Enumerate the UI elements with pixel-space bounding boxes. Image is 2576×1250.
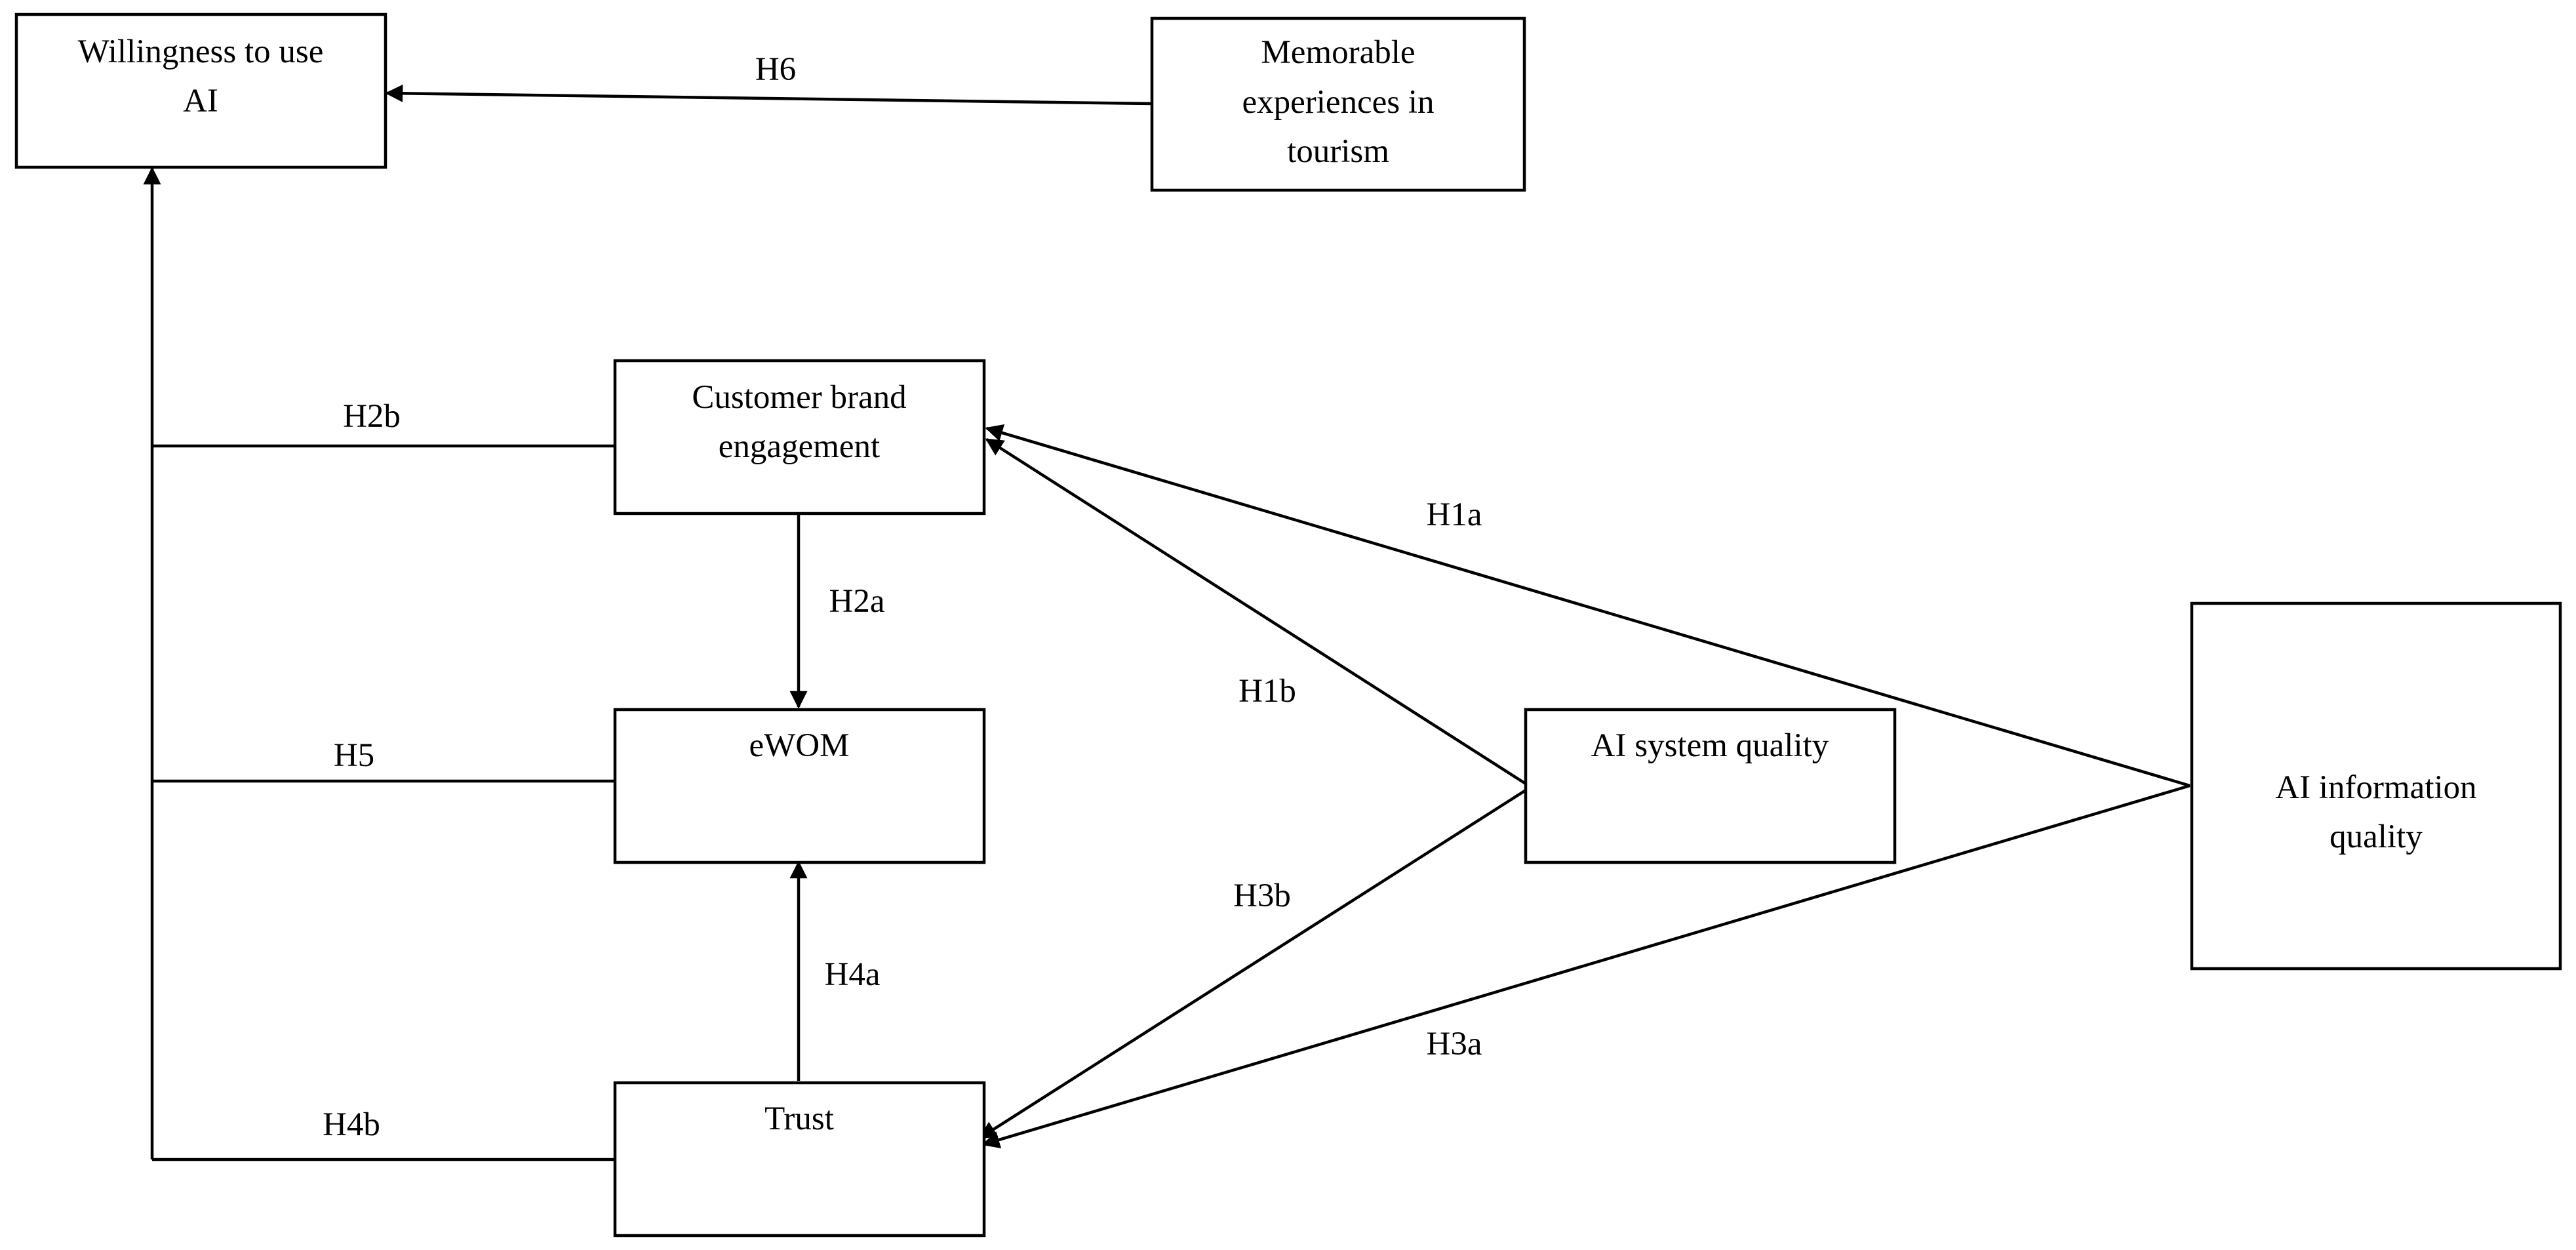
node-information-quality-line-1: AI information (2275, 769, 2476, 806)
label-h4b: H4b (323, 1106, 380, 1143)
node-memorable-line-1: Memorable (1261, 34, 1415, 71)
node-willingness-to-use-ai: Willingness to use AI (14, 12, 387, 169)
node-ewom: eWOM (613, 708, 986, 864)
node-ai-information-quality: AI information quality (2190, 601, 2562, 971)
node-memorable-line-2: experiences in (1242, 84, 1434, 121)
node-information-quality-line-2: quality (2329, 818, 2423, 855)
node-cbe-line-2: engagement (719, 428, 880, 465)
edge-h1b (985, 438, 1527, 785)
label-h1a: H1a (1427, 496, 1482, 533)
edge-h6 (385, 84, 1151, 106)
label-h4a: H4a (825, 956, 881, 993)
node-ewom-line-1: eWOM (749, 727, 850, 764)
node-willingness-line-2: AI (183, 83, 218, 119)
label-h1b: H1b (1238, 673, 1296, 710)
node-memorable-experiences: Memorable experiences in tourism (1150, 16, 1526, 192)
label-h2b: H2b (343, 398, 401, 435)
node-memorable-line-3: tourism (1287, 133, 1389, 170)
node-willingness-line-1: Willingness to use (78, 33, 324, 70)
label-h6: H6 (755, 51, 796, 88)
label-h3a: H3a (1427, 1026, 1482, 1062)
node-trust-line-1: Trust (764, 1100, 834, 1137)
node-customer-brand-engagement: Customer brand engagement (613, 359, 986, 515)
label-h5: H5 (334, 737, 374, 774)
edge-h1a (985, 424, 2190, 788)
node-ai-system-quality: AI system quality (1524, 708, 1897, 864)
edge-h3a (981, 784, 2190, 1149)
node-trust: Trust (613, 1081, 986, 1238)
node-system-quality-line-1: AI system quality (1591, 727, 1829, 764)
label-h3b: H3b (1233, 877, 1291, 914)
node-cbe-line-1: Customer brand (692, 379, 906, 416)
label-h2a: H2a (829, 583, 885, 620)
edge-h3b (978, 789, 1527, 1139)
